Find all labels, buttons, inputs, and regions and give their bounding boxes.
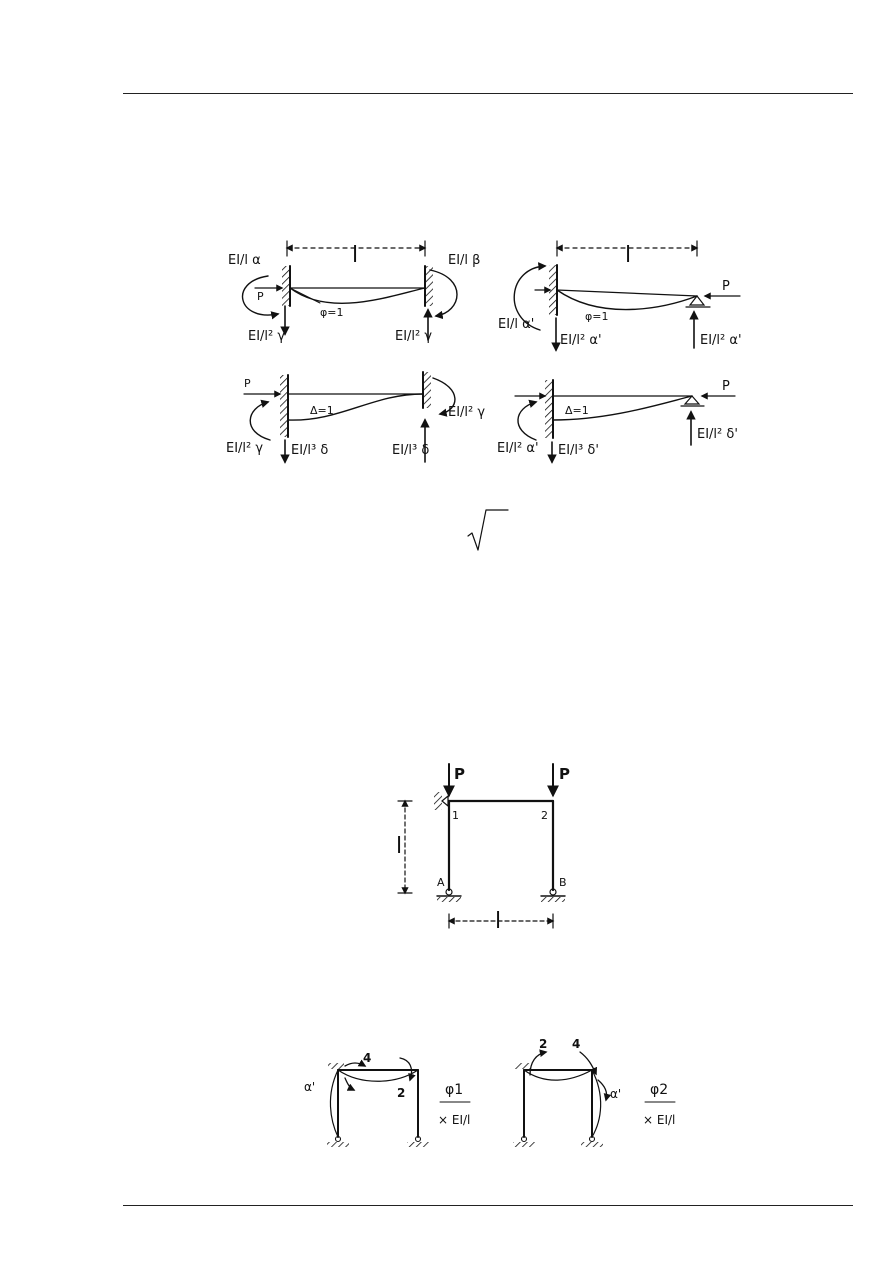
undeformed-beam [556, 289, 698, 297]
axial-label: P [722, 379, 730, 394]
translation-label: Δ=1 [310, 404, 334, 417]
load-left-label: P [454, 765, 465, 783]
panel-d: Δ=1 P EI/l² α' EI/l³ δ' EI/l² δ' [497, 379, 738, 464]
multiplier-symbol: φ2 [650, 1082, 668, 1098]
left-shear-label: EI/l² γ [248, 329, 285, 344]
coef-2-label: 2 [539, 1037, 547, 1051]
fixed-support [545, 380, 553, 438]
left-shear-label: EI/l³ δ [291, 443, 328, 458]
left-moment-label: EI/l α' [498, 317, 534, 332]
left-moment-label: EI/l α [228, 253, 261, 268]
left-shear-label: EI/l² α' [560, 333, 602, 348]
lateral-support [434, 792, 442, 810]
roller-support [683, 395, 701, 405]
axial-label: P [722, 279, 730, 294]
multiplier-factor: × EI/l [643, 1113, 675, 1127]
left-moment-arrow [517, 399, 538, 441]
panel-b: l φ=1 P EI/l α' EI/l² α' EI/l² α' [498, 240, 742, 352]
mode-figure-left: 4 2 α' φ1 × EI/l [304, 1051, 471, 1147]
deflected-beam [287, 393, 424, 421]
rotation-tangent [289, 287, 321, 304]
footer-rule [123, 1205, 853, 1206]
coef-alpha-label: α' [610, 1087, 621, 1101]
load-right-label: P [559, 765, 570, 783]
axial-label: P [257, 290, 264, 303]
rotation-label: φ=1 [320, 306, 343, 319]
fixed-support-right [423, 372, 431, 408]
rotation-label: φ=1 [585, 310, 608, 323]
frame-figure: P P 1 2 A B l l [396, 763, 570, 934]
pin-support-a [445, 888, 453, 896]
mode-figure-right: 2 4 α' φ2 × EI/l [513, 1037, 676, 1147]
span-label: l [625, 243, 631, 268]
left-moment-arrow [249, 399, 271, 441]
width-label: l [495, 909, 501, 934]
deformed-column [329, 1069, 339, 1138]
fixed-support-left [280, 375, 288, 437]
radical-sign [467, 509, 509, 551]
right-moment-label: EI/l² γ [448, 405, 485, 420]
left-moment-label: EI/l² γ [226, 441, 263, 456]
coef-alpha-label: α' [304, 1080, 315, 1094]
right-moment-arrow [432, 377, 456, 417]
height-label: l [396, 834, 402, 859]
multiplier-symbol: φ1 [445, 1082, 463, 1098]
right-shear-label: EI/l³ δ [392, 443, 429, 458]
deflected-beam [556, 289, 698, 311]
deflected-beam [289, 287, 426, 304]
translation-label: Δ=1 [565, 404, 589, 417]
left-shear-label: EI/l³ δ' [558, 443, 599, 458]
panel-a: l φ=1 P EI/l α EI/l β EI/l² γ EI/l² γ [228, 240, 480, 344]
deformed-beam [523, 1069, 593, 1081]
top-support [328, 1063, 344, 1069]
deformed-column [591, 1069, 602, 1138]
left-moment-arrow [513, 262, 547, 331]
node-2-label: 2 [541, 809, 548, 822]
coef-2-label: 2 [397, 1086, 405, 1100]
left-moment-label: EI/l² α' [497, 441, 539, 456]
support-b-label: B [559, 876, 567, 889]
right-moment-label: EI/l β [448, 253, 480, 268]
deformed-beam [337, 1069, 419, 1082]
coef-4-label: 4 [572, 1037, 580, 1051]
node-1-label: 1 [452, 809, 459, 822]
span-label: l [352, 243, 358, 268]
header-rule [123, 93, 853, 94]
panel-c: Δ=1 P EI/l² γ EI/l² γ EI/l³ δ EI/l³ δ [226, 371, 485, 464]
pin-support-b [549, 888, 557, 896]
left-moment-arrow [241, 275, 280, 320]
support-a-label: A [437, 876, 445, 889]
right-shear-label: EI/l² α' [700, 333, 742, 348]
fixed-support [549, 265, 557, 315]
fixed-support-right [425, 266, 433, 306]
right-shear-label: EI/l² δ' [697, 427, 738, 442]
coef-4-label: 4 [363, 1051, 371, 1065]
right-shear-label: EI/l² γ [395, 329, 432, 344]
top-support [515, 1063, 531, 1069]
right-moment-arrow [429, 269, 458, 320]
multiplier-factor: × EI/l [438, 1113, 470, 1127]
axial-label: P [244, 377, 251, 390]
fixed-support-left [282, 266, 290, 306]
roller-support [688, 295, 706, 306]
deflected-beam [552, 395, 693, 421]
